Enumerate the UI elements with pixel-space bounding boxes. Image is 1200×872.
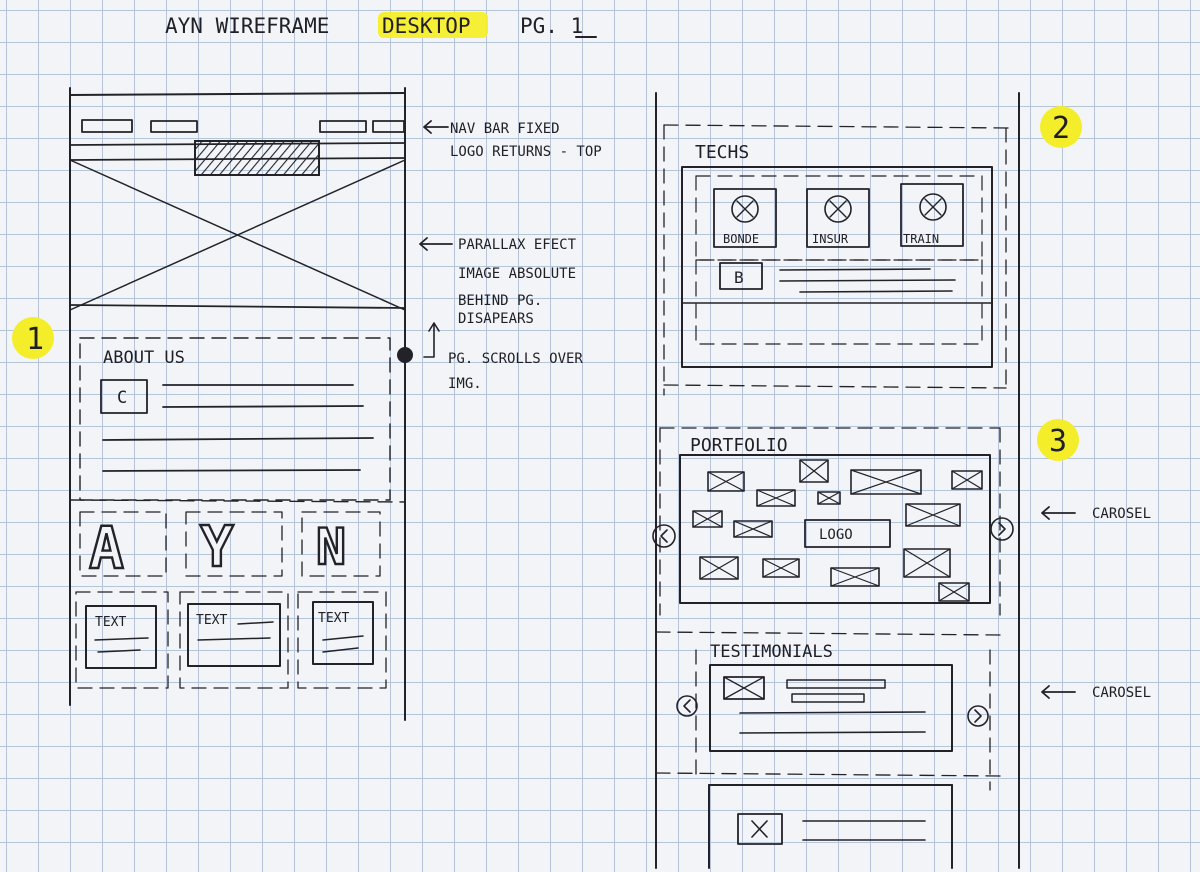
text-card-3-label: TEXT — [318, 611, 349, 626]
text-card-3 — [312, 601, 374, 665]
portfolio-title: PORTFOLIO — [690, 435, 788, 456]
techs-box — [681, 166, 993, 368]
title-page: PG. 1 — [520, 14, 583, 38]
text-card-1-label: TEXT — [95, 615, 126, 630]
text-card-2 — [187, 603, 281, 667]
portfolio-next-button — [990, 517, 1014, 541]
section-marker-1: 1 — [26, 322, 44, 357]
section-marker-3-bg — [1037, 419, 1079, 461]
section-marker-1-bg — [12, 317, 54, 359]
scroll-handle — [397, 347, 413, 363]
page2-wireframe: TECHS BONDE INSUR TRAIN B PORTFOLIO — [652, 92, 1020, 869]
title-prefix: AYN WIREFRAME — [165, 14, 329, 38]
portfolio-thumbnails — [692, 459, 983, 602]
nav-item-3 — [319, 120, 367, 133]
about-title: ABOUT US — [103, 348, 185, 368]
about-icon-letter: C — [117, 388, 127, 408]
techs-item-2-box — [806, 188, 870, 248]
title-highlight-text: DESKTOP — [382, 14, 471, 38]
techs-title: TECHS — [695, 142, 749, 163]
testimonials-prev-button — [676, 695, 698, 717]
portfolio-carousel — [679, 454, 991, 604]
testimonials-carousel — [709, 664, 953, 752]
hero-image-placeholder — [69, 159, 406, 311]
annotation-nav-2: LOGO RETURNS - TOP — [450, 144, 602, 160]
annotation-parallax-1: PARALLAX EFECT — [458, 237, 577, 253]
techs-icon-box — [719, 262, 763, 290]
annotation-carousel-1: CAROSEL — [1092, 506, 1151, 522]
section-marker-2-bg — [1040, 106, 1082, 148]
annotations: NAV BAR FIXED LOGO RETURNS - TOP PARALLA… — [419, 120, 602, 392]
nav-item-4 — [372, 120, 405, 133]
section-marker-2: 2 — [1052, 111, 1070, 146]
about-section-box — [79, 337, 391, 501]
techs-item-1-box — [713, 188, 777, 248]
techs-item-3-box — [900, 183, 964, 247]
portfolio-prev-button — [652, 524, 676, 548]
annotation-parallax-2: IMAGE ABSOLUTE — [458, 266, 576, 282]
text-card-2-label: TEXT — [196, 613, 227, 628]
annotation-scroll-2: IMG. — [448, 376, 482, 392]
annotation-parallax-4: DISAPEARS — [458, 311, 534, 327]
page1-wireframe: ABOUT US C A Y N TEXT TEXT TEXT — [69, 87, 413, 721]
annotation-nav-1: NAV BAR FIXED — [450, 121, 560, 137]
annotation-parallax-3: BEHIND PG. — [458, 293, 542, 309]
techs-item-2: INSUR — [812, 232, 849, 246]
logo-placeholder — [194, 140, 320, 176]
techs-item-3: TRAIN — [903, 232, 939, 246]
title-highlight — [378, 12, 488, 38]
nav-item-2 — [150, 120, 198, 133]
annotation-scroll-1: PG. SCROLLS OVER — [448, 351, 583, 367]
section-marker-3: 3 — [1049, 424, 1067, 459]
techs-icon-letter: B — [734, 268, 744, 287]
letter-n: N — [316, 518, 346, 576]
nav-item-1 — [81, 119, 133, 133]
about-icon-box — [100, 379, 148, 414]
testimonials-title: TESTIMONIALS — [710, 642, 833, 662]
testimonials-next-button — [967, 705, 989, 727]
techs-item-1: BONDE — [723, 232, 759, 246]
portfolio-logo: LOGO — [819, 527, 853, 543]
annotation-carousel-2: CAROSEL — [1092, 685, 1151, 701]
portfolio-logo-box — [804, 519, 891, 548]
text-card-1 — [85, 605, 157, 669]
letter-a: A — [89, 514, 124, 582]
letter-y: Y — [200, 515, 234, 580]
